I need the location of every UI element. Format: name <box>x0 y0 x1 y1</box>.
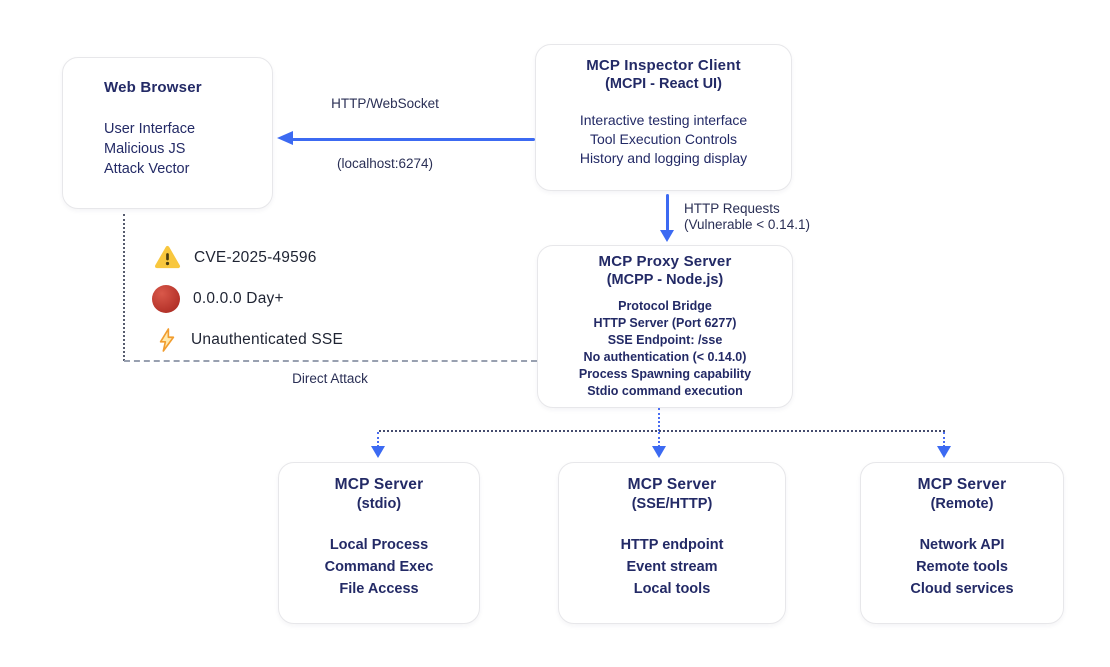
proxy-line: No authentication (< 0.14.0) <box>583 350 747 364</box>
mcp-server-sse-box: MCP Server (SSE/HTTP) HTTP endpoint Even… <box>558 462 786 624</box>
proxy-line: SSE Endpoint: /sse <box>607 333 723 347</box>
arrow-down-icon <box>660 230 674 242</box>
server-stdio-line: File Access <box>339 581 419 597</box>
direct-attack-dashed-line <box>124 360 537 362</box>
stdio-drop-dotted-line <box>377 432 379 447</box>
localhost-port-label: (localhost:6274) <box>336 156 434 171</box>
web-browser-line: User Interface <box>104 121 196 137</box>
inspector-line: Interactive testing interface <box>579 112 748 128</box>
arrow-down-icon <box>937 446 951 458</box>
arrow-down-icon <box>371 446 385 458</box>
warning-triangle-icon <box>154 245 181 270</box>
server-stdio-line: Local Process <box>329 537 429 553</box>
inspector-subtitle: (MCPI - React UI) <box>605 76 722 92</box>
fanout-horizontal-dotted-line <box>379 430 945 432</box>
server-remote-subtitle: (Remote) <box>930 496 994 512</box>
http-requests-label: HTTP Requests (Vulnerable < 0.14.1) <box>684 201 810 232</box>
warning-row-zeroday: 0.0.0.0 Day+ <box>152 285 284 313</box>
web-browser-line: Malicious JS <box>104 141 186 157</box>
server-sse-line: Local tools <box>633 581 711 597</box>
remote-drop-dotted-line <box>943 432 945 447</box>
server-sse-subtitle: (SSE/HTTP) <box>631 496 713 512</box>
server-sse-line: HTTP endpoint <box>620 537 724 553</box>
server-sse-line: Event stream <box>626 559 718 575</box>
lightning-bolt-icon <box>156 326 178 354</box>
unauth-sse-label: Unauthenticated SSE <box>191 331 344 348</box>
mcp-server-remote-box: MCP Server (Remote) Network API Remote t… <box>860 462 1064 624</box>
web-browser-box: Web Browser User Interface Malicious JS … <box>62 57 273 209</box>
direct-attack-label: Direct Attack <box>292 371 368 386</box>
http-requests-label-line2: (Vulnerable < 0.14.1) <box>684 216 810 232</box>
inspector-line: History and logging display <box>579 150 748 166</box>
proxy-title: MCP Proxy Server <box>598 253 732 270</box>
arrow-down-icon <box>652 446 666 458</box>
mcp-server-stdio-box: MCP Server (stdio) Local Process Command… <box>278 462 480 624</box>
red-circle-icon <box>152 285 180 313</box>
server-remote-title: MCP Server <box>917 476 1007 493</box>
server-remote-line: Remote tools <box>916 559 1008 575</box>
sse-drop-dotted-line <box>658 432 660 447</box>
server-sse-title: MCP Server <box>627 476 717 493</box>
websocket-label: HTTP/WebSocket <box>331 96 439 111</box>
server-stdio-subtitle: (stdio) <box>356 496 402 512</box>
server-stdio-line: Command Exec <box>324 559 434 575</box>
mcp-inspector-client-box: MCP Inspector Client (MCPI - React UI) I… <box>535 44 792 191</box>
proxy-line: HTTP Server (Port 6277) <box>593 316 737 330</box>
inspector-line: Tool Execution Controls <box>589 131 738 147</box>
inspector-title: MCP Inspector Client <box>586 57 741 74</box>
server-stdio-title: MCP Server <box>334 476 424 493</box>
attack-path-vertical-dotted-line <box>123 214 125 361</box>
arrow-left-icon <box>277 131 293 145</box>
proxy-subtitle: (MCPP - Node.js) <box>606 272 724 288</box>
warning-row-cve: CVE-2025-49596 <box>154 245 317 270</box>
websocket-arrow-shaft <box>292 138 535 141</box>
mcp-proxy-server-box: MCP Proxy Server (MCPP - Node.js) Protoc… <box>537 245 793 408</box>
server-remote-line: Network API <box>919 537 1005 553</box>
proxy-line: Process Spawning capability <box>578 367 752 381</box>
warning-row-sse: Unauthenticated SSE <box>156 326 343 354</box>
server-remote-line: Cloud services <box>910 581 1014 597</box>
proxy-downlink-dotted-line <box>658 408 660 431</box>
web-browser-title: Web Browser <box>104 79 202 96</box>
proxy-line: Stdio command execution <box>587 384 743 398</box>
http-requests-label-line1: HTTP Requests <box>684 201 780 216</box>
web-browser-line: Attack Vector <box>104 161 190 177</box>
proxy-line: Protocol Bridge <box>618 299 712 313</box>
cve-label: CVE-2025-49596 <box>194 248 317 266</box>
zeroday-label: 0.0.0.0 Day+ <box>193 290 284 307</box>
http-requests-arrow-shaft <box>666 194 669 231</box>
